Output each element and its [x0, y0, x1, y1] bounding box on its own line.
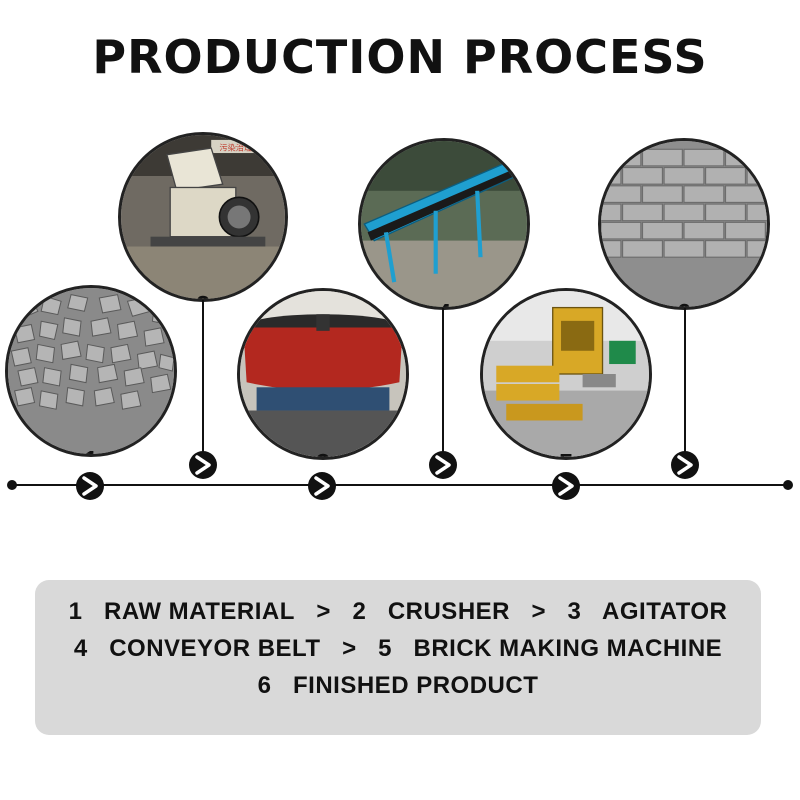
- legend-6-number: 6: [257, 672, 272, 699]
- crusher-image: 污染治理: [121, 135, 285, 299]
- brick-machine-image: [483, 291, 649, 457]
- stage-5-number: 5: [483, 441, 649, 457]
- agitator-image: [240, 291, 406, 457]
- arrow-marker-4-icon: [429, 451, 457, 479]
- stage-3-number: 3: [240, 441, 406, 457]
- legend-2-name: CRUSHER: [387, 598, 510, 625]
- stage-4-conveyor-belt-photo: 4: [358, 138, 530, 310]
- legend-5-number: 5: [378, 635, 392, 662]
- arrow-marker-6-icon: [671, 451, 699, 479]
- stage-2-crusher-photo: 污染治理 2: [118, 132, 288, 302]
- timeline-end-dot: [783, 480, 793, 490]
- arrow-marker-2-icon: [189, 451, 217, 479]
- stage-6-label-area: 6: [601, 254, 767, 307]
- process-legend-panel: 1 RAW MATERIAL > 2 CRUSHER > 3 AGITATOR …: [35, 580, 761, 735]
- legend-3-number: 3: [567, 598, 582, 625]
- arrow-marker-3-icon: [308, 472, 336, 500]
- legend-1-name: RAW MATERIAL: [104, 598, 295, 625]
- legend-6-name: FINISHED PRODUCT: [293, 672, 539, 699]
- legend-1-number: 1: [68, 598, 83, 625]
- stage-3-label-area: 3: [240, 404, 406, 457]
- legend-line-1: 1 RAW MATERIAL > 2 CRUSHER > 3 AGITATOR: [35, 598, 761, 626]
- legend-4-name: CONVEYOR BELT: [109, 635, 321, 662]
- arrow-marker-5-icon: [552, 472, 580, 500]
- finished-bricks-image: [601, 141, 767, 307]
- gravel-image: [8, 288, 174, 454]
- crusher-signage-text: 污染治理: [219, 143, 252, 153]
- stage-5-label-area: 5: [483, 404, 649, 457]
- legend-separator: >: [531, 598, 547, 625]
- arrow-marker-1-icon: [76, 472, 104, 500]
- legend-3-name: AGITATOR: [602, 598, 728, 625]
- stage-1-number: 1: [8, 438, 174, 454]
- stage-3-agitator-photo: 3: [237, 288, 409, 460]
- timeline-start-dot: [7, 480, 17, 490]
- stage-1-raw-material-photo: 1: [5, 285, 177, 457]
- legend-4-number: 4: [73, 635, 88, 662]
- page-title: PRODUCTION PROCESS: [92, 30, 708, 84]
- legend-5-name: BRICK MAKING MACHINE: [413, 635, 723, 662]
- stage-6-number: 6: [601, 291, 767, 307]
- legend-line-2: 4 CONVEYOR BELT > 5 BRICK MAKING MACHINE: [35, 635, 761, 663]
- legend-line-3: 6 FINISHED PRODUCT: [35, 672, 761, 700]
- stage-5-brick-making-machine-photo: 5: [480, 288, 652, 460]
- stage-6-finished-product-photo: 6: [598, 138, 770, 310]
- legend-separator: >: [342, 635, 357, 662]
- legend-2-number: 2: [352, 598, 367, 625]
- conveyor-belt-image: [361, 141, 527, 307]
- legend-separator: >: [316, 598, 331, 625]
- stage-1-label-area: 1: [8, 401, 174, 454]
